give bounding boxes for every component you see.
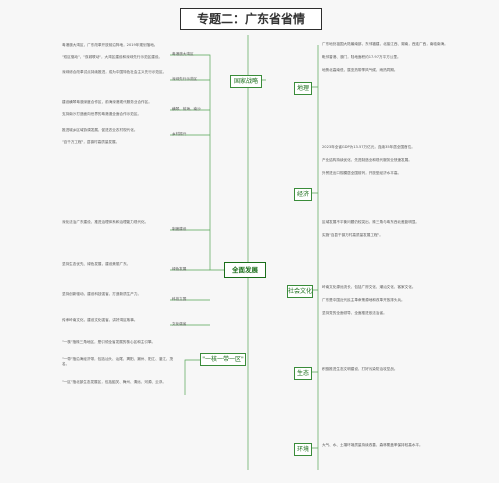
right-text: 积极推进生态文明建设，打好污染防治攻坚战。: [322, 367, 398, 371]
left-node-green: 绿色发展: [172, 267, 187, 271]
right-text: 2023年全省GDP为13.57万亿元，连续35年居全国首位。: [322, 145, 415, 149]
left-text: 粤港澳大湾区，广东改革开放前沿阵地，2019年规划落地。: [62, 43, 158, 47]
left-text: 坚持生态优先、绿色发展，建设美丽广东。: [62, 262, 131, 266]
bottom-left-text: "一区"指北部生态发展区，包括韶关、梅州、清远、河源、云浮。: [62, 380, 166, 384]
root-node: 全面发展: [224, 262, 266, 278]
node-culture: 社会文化: [287, 285, 313, 298]
left-node-system: 制度建设: [172, 227, 187, 231]
right-text: 广东是中国近代民主革命策源地和改革开放排头兵。: [322, 298, 405, 302]
right-text: 区域发展不平衡问题仍较突出，珠三角与粤东西北差距明显。: [322, 220, 420, 224]
right-text: 广东地处祖国大陆最南部，东邻福建，北接江西、湖南，西连广西，南临南海。: [322, 42, 448, 46]
node-geo: 地理: [294, 82, 312, 95]
right-text: 实施"百县千镇万村高质量发展工程"。: [322, 233, 383, 237]
left-text: "百千万工程"，县镇村高质量发展。: [62, 140, 120, 144]
right-text: 毗邻香港、澳门，陆地面积约17.97万平方公里。: [322, 55, 401, 59]
left-node-culture: 文化强省: [172, 322, 187, 326]
right-text: 地势北高南低，属亚热带季风气候，雨热同期。: [322, 68, 398, 72]
left-text: 深化法治广东建设，推进治理体系和治理能力现代化。: [62, 220, 149, 224]
left-text: "双区驱动"，"双城联动"，大湾区建设和深圳先行示范区建设。: [62, 55, 163, 59]
right-text: 坚持党的全面领导，全面推进依法治省。: [322, 311, 387, 315]
right-text: 产业结构持续优化，先进制造业和现代服务业快速发展。: [322, 158, 412, 162]
left-text: 深圳综合改革试点持续推进，成为中国特色社会主义先行示范区。: [62, 70, 167, 74]
node-ecology: 生态: [294, 367, 312, 380]
node-environment: 环境: [294, 443, 312, 456]
left-text: 支持南沙打造面向世界的粤港澳全面合作示范区。: [62, 112, 142, 116]
left-node-shenzhen: 深圳先行示范区: [172, 77, 198, 81]
left-node-tech: 科技立国: [172, 297, 187, 301]
bottom-left-text: "一带"指沿海经济带，包括汕头、汕尾、揭阳、潮州、阳江、湛江、茂名。: [62, 357, 174, 366]
node-brand: 国家战略: [230, 75, 262, 88]
left-text: 传承岭南文化，建设文化强省，讲好湾区故事。: [62, 318, 138, 322]
left-text: 建设横琴粤澳深度合作区，前海深港现代服务业合作区。: [62, 100, 152, 104]
left-node-gba: 粤港澳大湾区: [172, 52, 194, 56]
page-title: 专题二：广东省省情: [180, 8, 322, 30]
left-root-node: "一核一带一区": [200, 353, 246, 366]
right-text: 外贸进出口规模居全国前列，开放型经济水平高。: [322, 171, 402, 175]
left-node-rural: 乡村振兴: [172, 132, 187, 136]
left-text: 坚持创新驱动，建设科技强省，打造新质生产力。: [62, 292, 142, 296]
bottom-left-text: "一核"指珠三角地区，是引领全省发展的核心区和主引擎。: [62, 340, 156, 344]
left-node-hengqin: 横琴、前海、南沙: [172, 107, 201, 111]
right-text: 岭南文化源远流长，包括广府文化、潮汕文化、客家文化。: [322, 285, 416, 289]
node-economy: 经济: [294, 188, 312, 201]
left-text: 推进城乡区域协调发展，促进农业农村现代化。: [62, 128, 138, 132]
right-text: 大气、水、土壤环境质量持续改善，森林覆盖率保持较高水平。: [322, 443, 423, 447]
